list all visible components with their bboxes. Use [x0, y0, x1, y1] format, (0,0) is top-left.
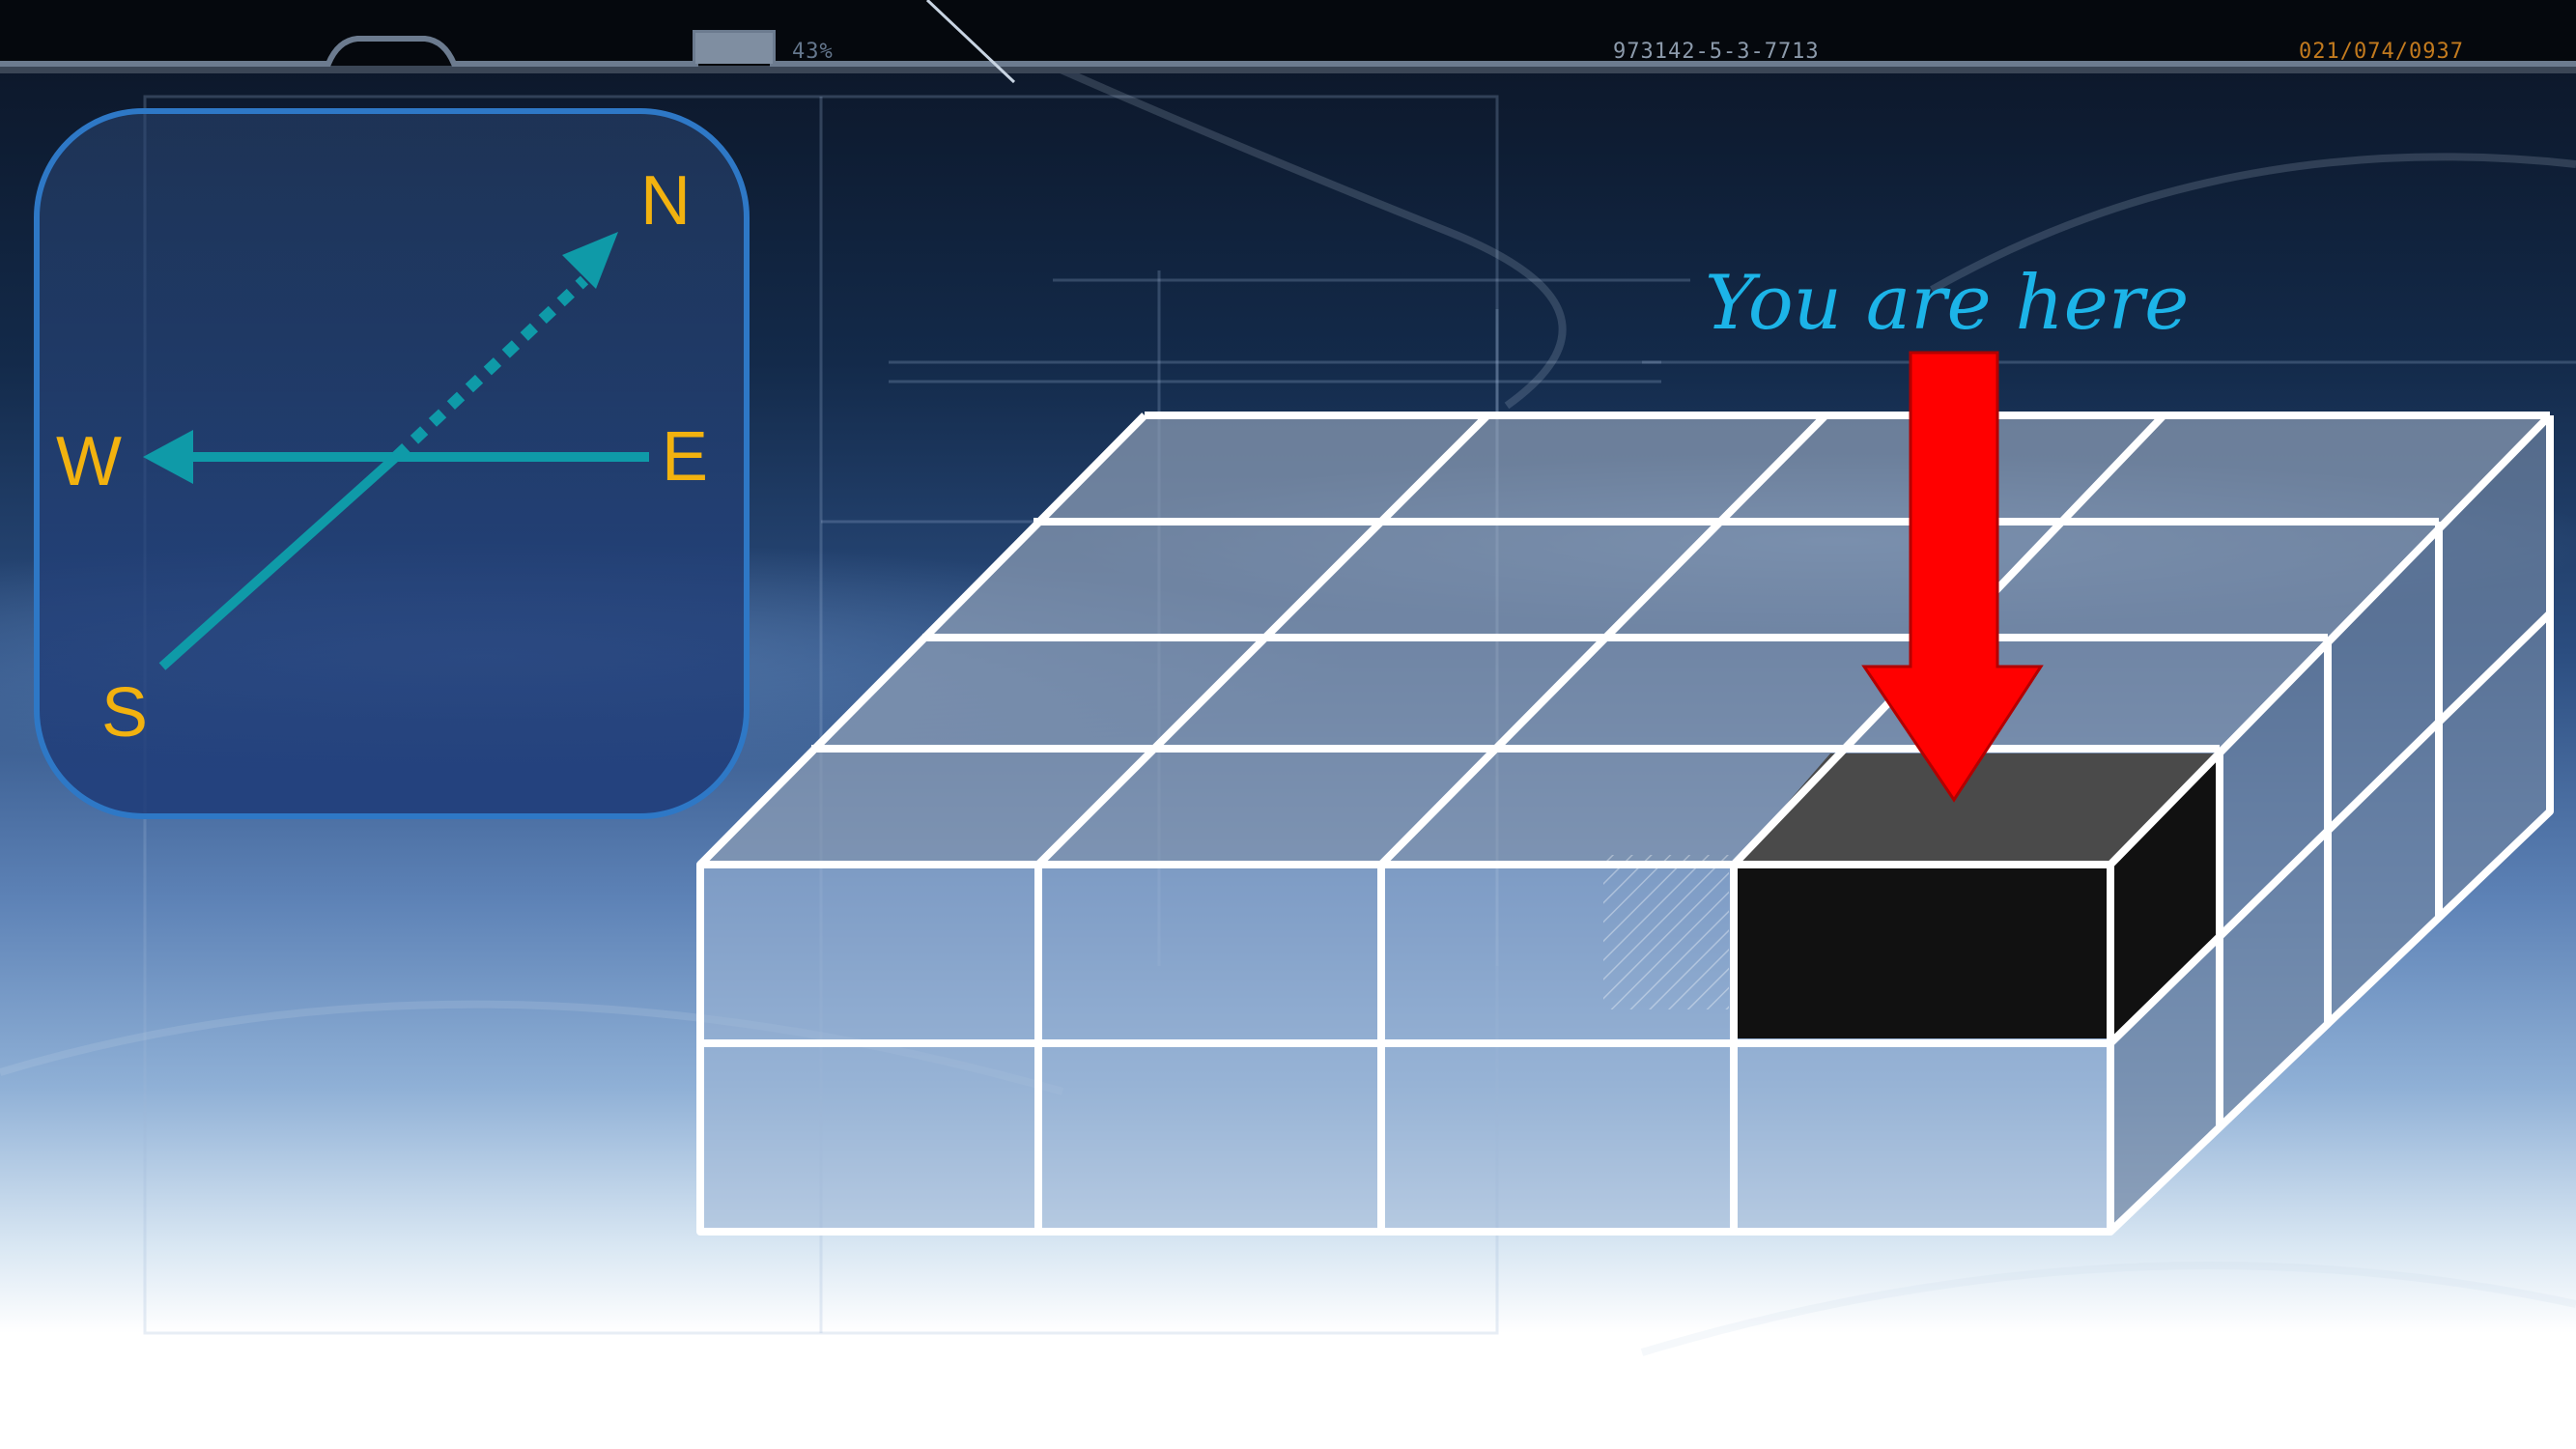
grid-line: [1035, 412, 1490, 867]
you-are-here-marker: You are here: [1705, 260, 2189, 803]
highlight-cell-side: [2110, 753, 2220, 1038]
compass-south: S: [101, 674, 148, 752]
grid-line: [2108, 415, 2554, 1235]
north-dotted-line: [391, 275, 589, 462]
grid-line: [697, 412, 1147, 867]
hatched-cell: [1603, 855, 1729, 1009]
highlight-cell-top: [1734, 753, 2220, 865]
grid-line: [696, 861, 2114, 1236]
compass: N W E S: [34, 108, 750, 819]
north-arrowhead-icon: [562, 232, 618, 289]
south-line: [158, 453, 400, 670]
compass-west: W: [56, 423, 122, 500]
hud-percent: 43%: [792, 40, 834, 64]
grid-block: [696, 412, 2554, 1236]
highlight-cell-front: [1734, 865, 2110, 1038]
compass-north: N: [640, 162, 691, 240]
compass-east: E: [662, 418, 708, 496]
grid-line: [1378, 412, 1828, 867]
west-arrowhead-icon: [143, 430, 193, 484]
you-are-here-label: You are here: [1705, 260, 2189, 347]
hud-date: 021/074/0937: [2299, 40, 2464, 64]
down-arrow-icon: [1861, 351, 2044, 803]
hud-code: 973142-5-3-7713: [1613, 40, 1820, 64]
